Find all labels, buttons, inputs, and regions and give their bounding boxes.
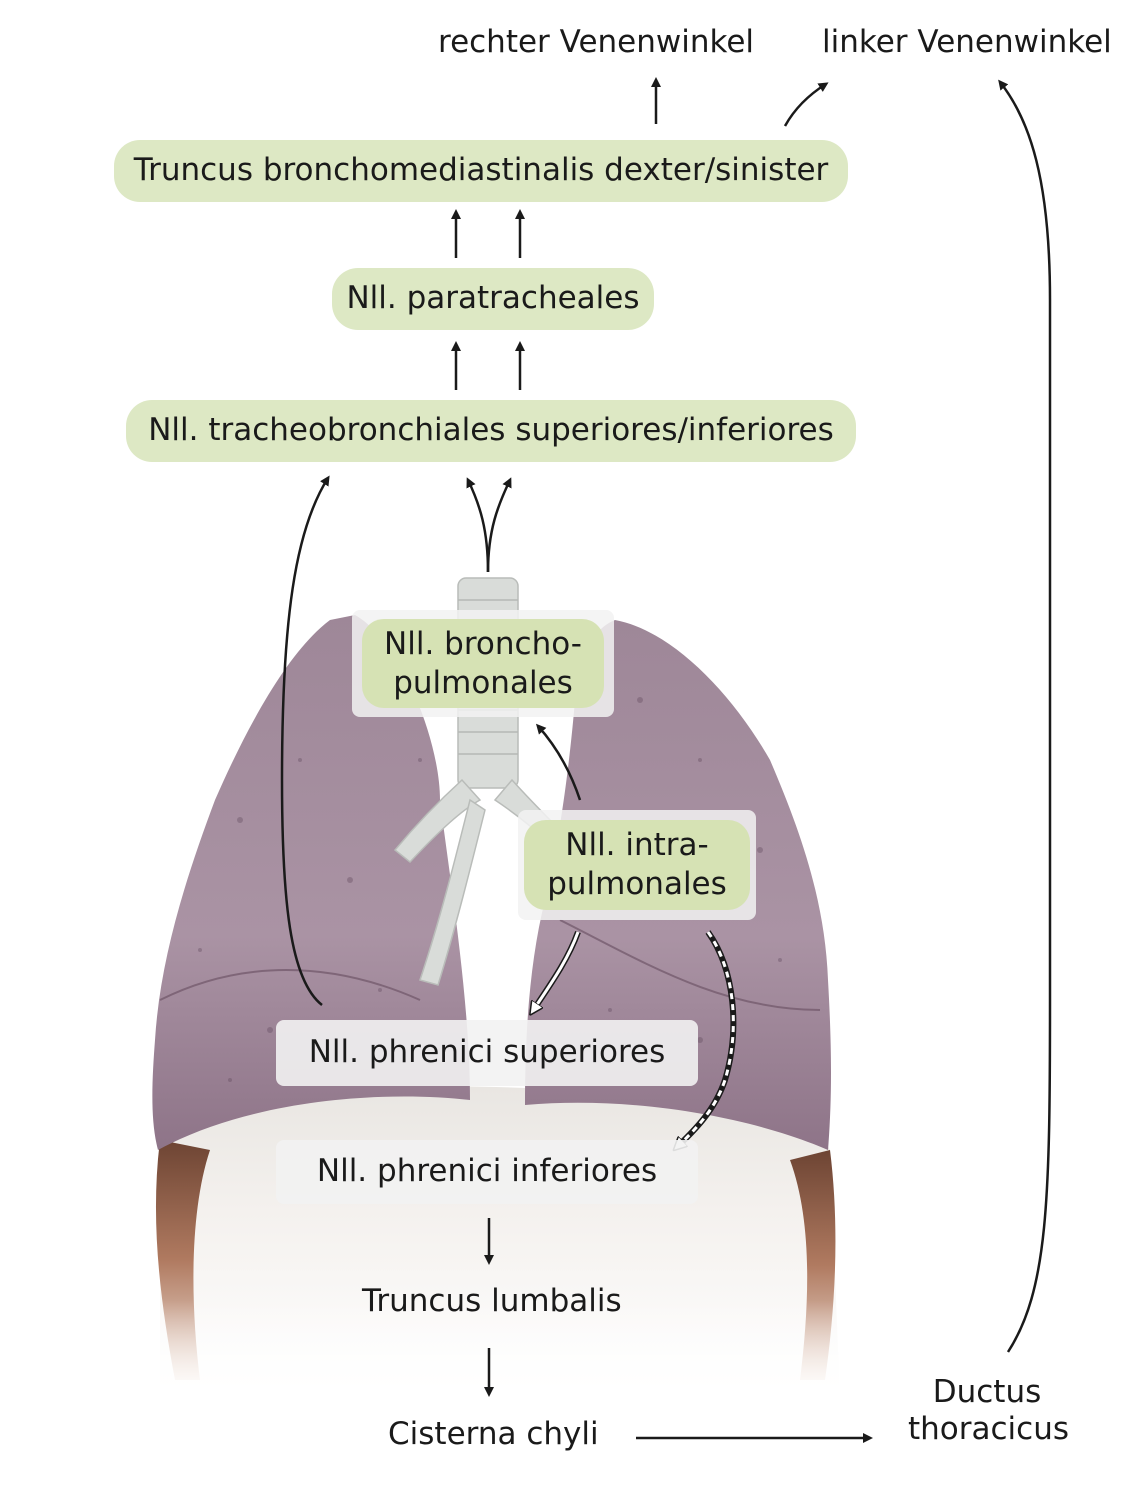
- cisterna-chyli-label: Cisterna chyli: [388, 1416, 599, 1452]
- arrow-intra-to-broncho: [536, 723, 582, 801]
- left-venous-angle-label: linker Venenwinkel: [822, 24, 1112, 60]
- tracheobronchiales-node: Nll. tracheobronchiales superiores/infer…: [126, 400, 856, 462]
- bronchopulmonales-box: Nll. broncho- pulmonales: [352, 610, 614, 717]
- intrapulmonales-box: Nll. intra- pulmonales: [518, 810, 756, 920]
- ductus-line2: thoracicus: [908, 1411, 1070, 1448]
- bronchopulmonales-line2: pulmonales: [393, 664, 573, 701]
- phrenici-inferiores-node: Nll. phrenici inferiores: [276, 1140, 698, 1204]
- left-lung-fissure: [559, 919, 821, 1011]
- intrapulmonales-line2: pulmonales: [547, 866, 727, 902]
- truncus-lumbalis-label: Truncus lumbalis: [362, 1283, 622, 1319]
- bottom-fade: [140, 1300, 860, 1410]
- arrow-broncho-fork-right: [486, 477, 512, 573]
- right-venous-angle-label: rechter Venenwinkel: [438, 24, 755, 60]
- intrapulmonales-node: Nll. intra- pulmonales: [524, 820, 750, 910]
- arrow-phrenici-to-tracheo: [280, 475, 330, 1006]
- ductus-line1: Ductus: [932, 1374, 1042, 1410]
- right-lung-fissure: [159, 969, 421, 1001]
- paratracheales-node: Nll. paratracheales: [332, 268, 654, 330]
- truncus-bronchomediastinalis-node: Truncus bronchomediastinalis dexter/sini…: [114, 140, 848, 202]
- ductus-thoracicus-label: Ductus thoracicus: [908, 1374, 1070, 1448]
- intrapulmonales-line1: Nll. intra-: [565, 827, 709, 864]
- arrow-to-left-venous-angle: [783, 82, 829, 127]
- phrenici-superiores-node: Nll. phrenici superiores: [276, 1020, 698, 1086]
- bronchopulmonales-node: Nll. broncho- pulmonales: [362, 618, 604, 709]
- right-lung: [152, 615, 470, 1150]
- lung-texture: [198, 697, 782, 1082]
- arrow-broncho-fork-left: [466, 477, 490, 573]
- arrow-ductus-to-left-angle: [998, 79, 1052, 1353]
- bronchopulmonales-line1: Nll. broncho-: [384, 625, 582, 662]
